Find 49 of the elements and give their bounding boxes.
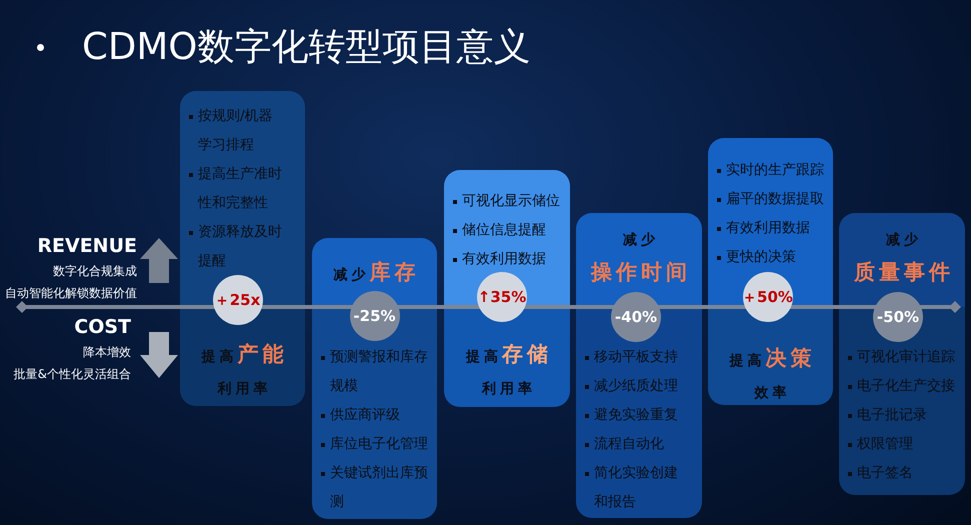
bullet-text: 扁平的数据提取	[726, 190, 825, 209]
info-card	[576, 213, 702, 518]
card-heading: 减少库存	[334, 259, 420, 286]
value-circle: ＋50%	[742, 272, 792, 322]
info-card	[839, 213, 965, 495]
bullet-text: 储位信息提醒	[462, 221, 547, 240]
bullet-text: 按规则/机器学习排程	[198, 107, 274, 155]
bullet-text: 权限管理	[857, 435, 914, 454]
bullet-text: 关键试剂出库预测	[330, 464, 429, 512]
info-card	[444, 170, 570, 407]
slide-title: CDMO数字化转型项目意义	[82, 24, 530, 70]
info-card	[180, 91, 305, 406]
axis-note: 降本增效	[83, 344, 131, 361]
value-circle: -40%	[611, 292, 661, 342]
info-card	[312, 238, 437, 519]
bullet-text: 流程自动化	[594, 435, 665, 454]
bullet-text: 电子化生产交接	[857, 377, 956, 396]
card-heading: 减少操作时间	[591, 231, 691, 286]
info-card	[708, 138, 833, 405]
bullet-text: 减少纸质处理	[594, 377, 679, 396]
bullet-text: 实时的生产跟踪	[726, 161, 825, 180]
bullet-text: 有效利用数据	[726, 219, 811, 238]
axis-note: 批量&个性化灵活组合	[14, 366, 131, 383]
value-circle: -25%	[350, 291, 400, 341]
card-heading: 减少质量事件	[854, 231, 954, 286]
bullet-text: 避免实验重复	[594, 406, 679, 425]
axis-heading: COST	[74, 314, 131, 340]
card-heading: 提高存储利用率	[466, 341, 552, 399]
bullet-text: 可视化审计追踪	[857, 348, 956, 367]
axis-heading: REVENUE	[37, 234, 137, 258]
axis-note: 自动智能化解锁数据价值	[5, 285, 137, 302]
value-circle: ＋25x	[212, 275, 262, 325]
bullet-text: 库位电子化管理	[330, 435, 429, 454]
axis-note: 数字化合规集成	[53, 263, 137, 280]
bullet-text: 预测警报和库存规模	[330, 348, 429, 396]
bullet-text: 移动平板支持	[594, 348, 679, 367]
card-heading: 提高产能利用率	[202, 341, 288, 399]
card-heading: 提高决策效率	[730, 345, 816, 403]
bullet-text: 更快的决策	[726, 248, 797, 267]
bullet-text: 资源释放及时提醒	[198, 223, 283, 271]
value-circle: -50%	[873, 292, 923, 342]
bullet-text: 供应商评级	[330, 406, 401, 425]
bullet-text: 有效利用数据	[462, 250, 547, 269]
bullet-text: 简化实验创建和报告	[594, 464, 679, 512]
bullet-text: 电子签名	[857, 464, 914, 483]
bullet-text: 可视化显示储位	[462, 192, 561, 211]
bullet-text: 提高生产准时性和完整性	[198, 165, 283, 213]
bullet-text: 电子批记录	[857, 406, 928, 425]
value-circle: ↑35%	[477, 272, 527, 322]
